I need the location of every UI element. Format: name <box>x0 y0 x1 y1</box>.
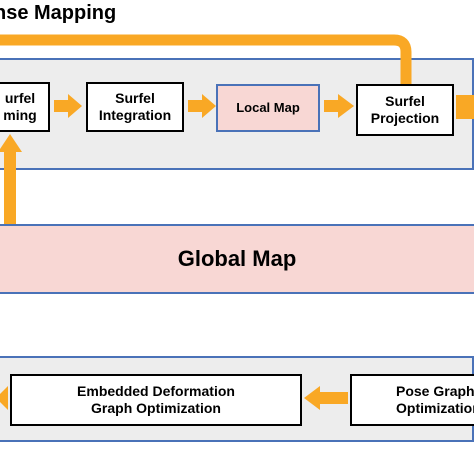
surfel-projection-line-2: Projection <box>370 110 440 126</box>
pose-graph-node[interactable]: Pose Graph Optimization <box>350 374 474 426</box>
embedded-deformation-line-2: Graph Optimization <box>91 400 221 416</box>
arrow-integration-to-localmap <box>188 94 216 118</box>
surfel-integration-line-1: Surfel <box>115 89 155 106</box>
arrow-localmap-to-projection <box>324 94 354 118</box>
arrow-deformation-out <box>0 386 8 410</box>
surfel-projection-node[interactable]: Surfel Projection <box>356 84 454 136</box>
surfel-forming-node[interactable]: urfel ming <box>0 82 50 132</box>
page-title: nse Mapping <box>0 2 117 24</box>
global-map[interactable]: Global Map <box>0 224 474 294</box>
feedback-loop-arrow <box>0 34 412 84</box>
local-map-node[interactable]: Local Map <box>216 84 320 132</box>
surfel-integration-node[interactable]: Surfel Integration <box>86 82 184 132</box>
surfel-forming-line-2: ming <box>3 107 37 123</box>
global-map-label: Global Map <box>177 246 297 271</box>
surfel-projection-line-1: Surfel <box>385 92 425 109</box>
arrow-forming-to-integration <box>54 94 82 118</box>
arrow-projection-out <box>456 95 474 119</box>
surfel-integration-line-2: Integration <box>98 107 172 123</box>
arrow-globalmap-to-forming <box>0 134 22 224</box>
pose-graph-line-1: Pose Graph <box>396 382 474 399</box>
embedded-deformation-node[interactable]: Embedded Deformation Graph Optimization <box>10 374 302 426</box>
local-map-label: Local Map <box>236 99 300 115</box>
pose-graph-line-2: Optimization <box>396 400 474 416</box>
arrow-posegraph-to-deformation <box>304 386 348 410</box>
surfel-forming-line-1: urfel <box>4 89 36 106</box>
embedded-deformation-line-1: Embedded Deformation <box>77 382 235 399</box>
